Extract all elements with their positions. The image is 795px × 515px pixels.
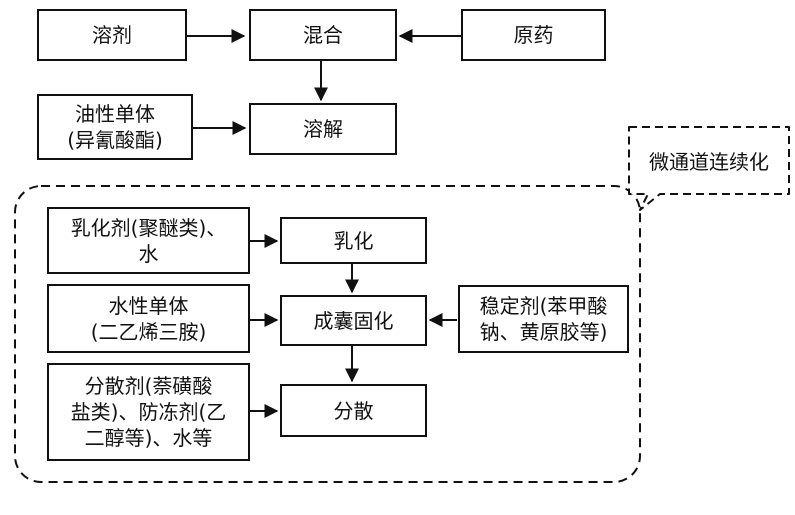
node-stabilizer-line1: 稳定剂(苯甲酸 [479,294,608,318]
node-disperse-label: 分散 [333,398,374,423]
node-dissolve-label: 溶解 [303,117,343,141]
node-dispersant-line3: 二醇等)、水等 [84,426,213,450]
node-dispersant-line1: 分散剂(萘磺酸 [84,374,213,398]
node-dispersant-line2: 盐类)、防冻剂(乙 [70,400,227,424]
node-api: 原药 [461,9,606,61]
node-api-label: 原药 [513,23,554,47]
callout-continuous-label: 微通道连续化 [649,150,769,174]
node-solvent: 溶剂 [37,9,187,61]
node-stabilizer-line2: 钠、黄原胶等) [479,320,608,344]
node-encapsulate-label: 成囊固化 [313,308,394,333]
node-water-monomer: 水性单体 (二乙烯三胺) [47,284,250,353]
callout-border [628,126,790,211]
node-water-monomer-line1: 水性单体 [108,293,189,318]
node-emulsifier: 乳化剂(聚醚类)、 水 [47,207,250,274]
node-stabilizer: 稳定剂(苯甲酸 钠、黄原胶等) [458,285,629,353]
node-oil-monomer: 油性单体 (异氰酸酯) [37,94,193,160]
node-mix: 混合 [249,9,397,61]
node-disperse: 分散 [280,384,427,437]
node-oil-monomer-line2: (异氰酸酯) [67,128,163,152]
node-mix-label: 混合 [303,23,343,47]
node-water-monomer-line2: (二乙烯三胺) [90,319,207,344]
node-emulsify-label: 乳化 [333,228,374,253]
node-dispersant: 分散剂(萘磺酸 盐类)、防冻剂(乙 二醇等)、水等 [47,363,250,461]
node-dissolve: 溶解 [249,103,397,155]
node-solvent-label: 溶剂 [92,23,132,47]
node-encapsulate: 成囊固化 [280,295,427,346]
node-emulsify: 乳化 [280,217,427,264]
continuous-region-border [14,185,641,483]
node-emulsifier-line2: 水 [138,241,159,266]
node-emulsifier-line1: 乳化剂(聚醚类)、 [70,215,227,240]
node-oil-monomer-line1: 油性单体 [75,102,155,126]
